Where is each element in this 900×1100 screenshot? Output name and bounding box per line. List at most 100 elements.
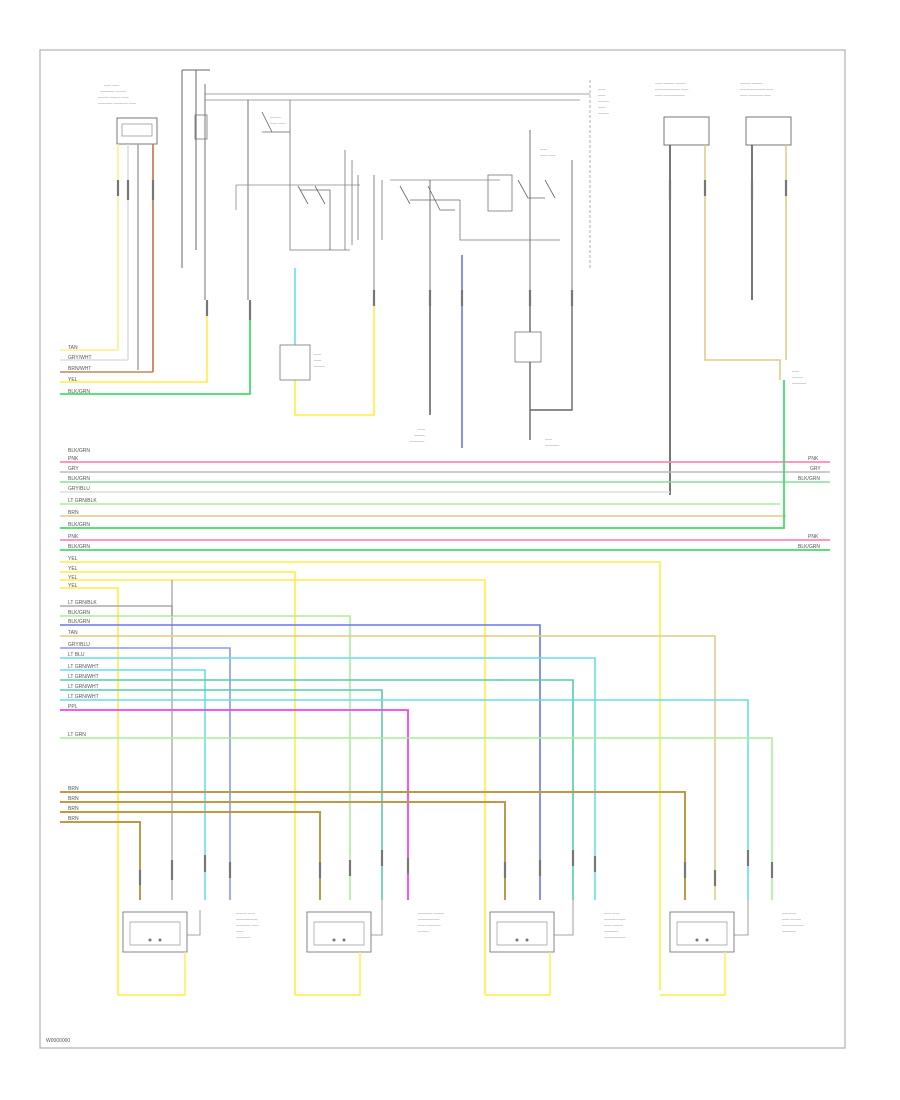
harness-label-13: YEL	[68, 583, 78, 589]
svg-text:——: ——	[236, 929, 244, 933]
svg-text:——: ——	[314, 352, 322, 356]
harness-label-22: LT GRN/WHT	[68, 684, 99, 690]
svg-text:—— ——: —— ——	[104, 83, 120, 87]
svg-text:——————: ——————	[604, 917, 626, 921]
svg-text:———: ———	[598, 99, 609, 103]
svg-text:————: ————	[236, 935, 251, 939]
svg-text:——: ——	[314, 358, 322, 362]
svg-text:———— ———— ——: ———— ———— ——	[98, 101, 136, 105]
svg-text:———: ———	[414, 433, 425, 437]
svg-text:————: ————	[410, 439, 425, 443]
svg-text:———: ———	[270, 115, 281, 119]
svg-text:———— ——: ———— ——	[236, 923, 259, 927]
harness-label-28: BRN	[68, 806, 79, 812]
harness-label-14: LT GRN/BLK	[68, 600, 97, 606]
harness-label-9: BLK/GRN	[68, 544, 90, 550]
svg-text:—— ——: —— ——	[270, 121, 286, 125]
harness-label-25: LT GRN	[68, 732, 86, 738]
harness-label-right-0: PNK	[808, 456, 819, 462]
svg-text:——————: ——————	[604, 935, 626, 939]
actuator-1	[118, 910, 201, 996]
svg-text:——————— ——: ——————— ——	[655, 87, 689, 91]
actuator-4	[660, 900, 749, 996]
harness-label-24: PPL	[68, 704, 78, 710]
svg-text:———— ———: ———— ———	[100, 89, 127, 93]
svg-text:———— ———: ———— ———	[418, 911, 445, 915]
actuator-3	[485, 900, 574, 996]
yellow-wire-relay	[294, 300, 375, 416]
harness-label-10: YEL	[68, 556, 78, 562]
harness-label-21: LT GRN/WHT	[68, 674, 99, 680]
label-gry-wht-top: GRY/WHT	[68, 355, 92, 361]
svg-text:——— ——— ——: ——— ——— ——	[98, 95, 129, 99]
harness-label-11: YEL	[68, 566, 78, 572]
svg-text:————: ————	[792, 381, 807, 385]
yellow-wire-top-left	[60, 300, 208, 383]
harness-label-8: PNK	[68, 534, 79, 540]
footer-code: W0000000	[46, 1038, 71, 1044]
harness-label-1: PNK	[68, 456, 79, 462]
label-brn-wht-top: BRN/WHT	[68, 366, 92, 372]
harness-label-4: GRY/BLU	[68, 486, 90, 492]
harness-label-26: BRN	[68, 786, 79, 792]
svg-text:—— ———— ——: —— ———— ——	[740, 93, 771, 97]
harness-label-27: BRN	[68, 796, 79, 802]
actuator-labels: ——— ———————————— —— —————— ———— ————————…	[236, 911, 804, 939]
harness-label-5: LT GRN/BLK	[68, 498, 97, 504]
green-wire-top-left	[60, 300, 251, 395]
top-left-module: —— —— ———— ——— ——— ——— —— ———— ———— ——	[60, 83, 158, 373]
connector-stubs	[116, 180, 788, 886]
svg-text:———: ———	[314, 364, 325, 368]
svg-text:—— ——: —— ——	[604, 911, 620, 915]
svg-text:——: ——	[540, 147, 548, 151]
harness-label-0: BLK/GRN	[68, 448, 90, 454]
harness-label-29: BRN	[68, 816, 79, 822]
harness-label-20: LT GRN/WHT	[68, 664, 99, 670]
svg-text:————: ————	[782, 929, 797, 933]
harness-label-right-1: GRY	[810, 466, 821, 472]
svg-text:—— ——— ———: —— ——— ———	[655, 81, 686, 85]
harness-label-17: TAN	[68, 630, 78, 636]
harness-label-12: YEL	[68, 575, 78, 581]
svg-text:————: ————	[545, 443, 560, 447]
svg-text:———: ———	[598, 111, 609, 115]
relay-block: ————— —— ———— —— ——————— —————	[181, 69, 609, 300]
harness-label-right-2: BLK/GRN	[798, 476, 820, 482]
svg-text:—— ————: —— ————	[418, 923, 441, 927]
harness-label-right-4: BLK/GRN	[798, 544, 820, 550]
label-blk-grn-top: BLK/GRN	[68, 389, 90, 395]
svg-text:——— ———: ——— ———	[740, 81, 763, 85]
label-tan-top: TAN	[68, 345, 78, 351]
harness-label-16: BLK/GRN	[68, 619, 90, 625]
harness-label-6: BRN	[68, 510, 79, 516]
harness-lower	[60, 561, 773, 995]
label-yel-top: YEL	[68, 377, 78, 383]
harness-label-2: GRY	[68, 466, 79, 472]
harness-label-3: BLK/GRN	[68, 476, 90, 482]
svg-text:——: ——	[598, 105, 606, 109]
harness-label-18: GRY/BLU	[68, 642, 90, 648]
svg-text:—— ——: —— ——	[540, 153, 556, 157]
svg-text:————: ————	[782, 911, 797, 915]
svg-text:———: ———	[792, 375, 803, 379]
svg-text:————: ————	[604, 929, 619, 933]
harness-label-15: BLK/GRN	[68, 610, 90, 616]
harness-label-7: BLK/GRN	[68, 522, 90, 528]
harness-main	[60, 380, 830, 551]
harness-label-23: LT GRN/WHT	[68, 694, 99, 700]
top-right-modules: —— ——— —————————— —— —— —————— ——— —————…	[655, 81, 807, 495]
svg-text:——: ——	[598, 87, 606, 91]
harness-label-right-3: PNK	[808, 534, 819, 540]
diagram-frame	[39, 49, 846, 1049]
svg-text:——: ——	[792, 369, 800, 373]
svg-text:——: ——	[545, 437, 553, 441]
svg-text:——————: ——————	[418, 917, 440, 921]
svg-text:—— ——————: —— ——————	[655, 93, 685, 97]
svg-text:———: ———	[418, 929, 429, 933]
svg-text:——————: ——————	[236, 917, 258, 921]
switch-box-mid	[279, 344, 311, 381]
svg-text:——————— ——: ——————— ——	[740, 87, 774, 91]
svg-text:——: ——	[598, 93, 606, 97]
harness-label-19: LT BLU	[68, 652, 85, 658]
